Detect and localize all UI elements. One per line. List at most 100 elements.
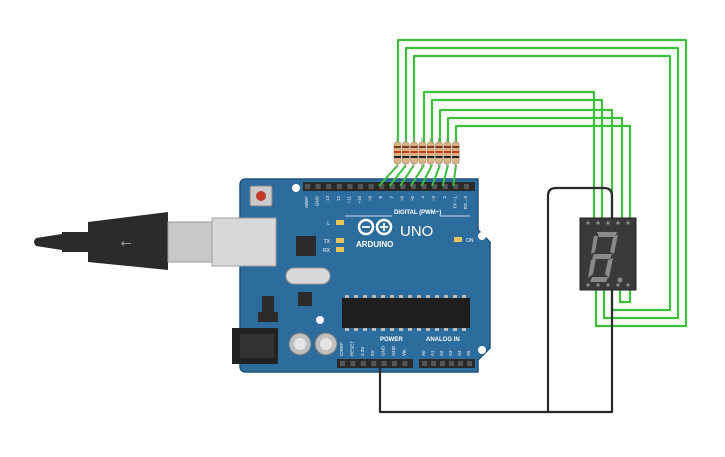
- resistor[interactable]: [410, 138, 418, 168]
- resistor[interactable]: [418, 138, 427, 168]
- power-pin-label: GND: [391, 345, 396, 356]
- header-hole[interactable]: [340, 361, 345, 366]
- header-hole[interactable]: [422, 361, 427, 366]
- signal-wire[interactable]: [388, 164, 407, 187]
- signal-wire[interactable]: [404, 46, 680, 320]
- signal-wire[interactable]: [446, 116, 624, 218]
- seven-segment-display[interactable]: 8: [579, 217, 637, 291]
- signal-wire[interactable]: [438, 108, 614, 218]
- led-label-tx: TX: [324, 239, 331, 245]
- reset-button-cap[interactable]: [256, 191, 266, 201]
- header-hole[interactable]: [389, 184, 395, 189]
- header-hole[interactable]: [400, 184, 406, 189]
- header-hole[interactable]: [371, 361, 377, 366]
- analog-pin-label: A2: [439, 350, 444, 356]
- resistor[interactable]: [451, 138, 460, 168]
- mounting-hole: [478, 232, 486, 240]
- header-hole[interactable]: [381, 361, 387, 366]
- header-hole[interactable]: [411, 184, 416, 189]
- header-hole[interactable]: [458, 361, 463, 366]
- mounting-hole: [292, 184, 300, 192]
- header-hole[interactable]: [453, 184, 459, 189]
- signal-wire[interactable]: [399, 164, 415, 187]
- brand-label: ARDUINO: [356, 240, 393, 249]
- header-hole[interactable]: [315, 184, 321, 189]
- digital-pin-label: AREF: [304, 196, 309, 208]
- led-label-l: L: [327, 221, 330, 227]
- signal-wire[interactable]: [454, 124, 632, 304]
- signal-wire[interactable]: [431, 164, 441, 187]
- header-hole[interactable]: [402, 361, 408, 366]
- seven-segment-display-icon: [588, 232, 623, 283]
- display-segment: [592, 254, 612, 259]
- digital-pin-label: ~5: [410, 196, 415, 202]
- signal-wire[interactable]: [420, 164, 433, 187]
- header-hole[interactable]: [442, 184, 448, 189]
- header-hole[interactable]: [347, 184, 353, 189]
- led-tx: [336, 238, 344, 243]
- model-label: UNO: [400, 223, 433, 240]
- header-hole[interactable]: [467, 361, 472, 366]
- header-hole[interactable]: [421, 184, 427, 189]
- resistor[interactable]: [426, 138, 435, 168]
- resistor[interactable]: [443, 138, 452, 168]
- digital-header: [303, 182, 475, 191]
- digital-pin-label: 8: [378, 196, 383, 199]
- digital-pin-label: ~6: [399, 196, 404, 202]
- digital-pin-label: 12: [336, 196, 341, 202]
- header-hole[interactable]: [379, 184, 385, 189]
- analog-pin-label: A5: [466, 350, 471, 356]
- digital-label: DIGITAL (PWM~): [394, 210, 441, 216]
- digital-pin-label: RX←0: [463, 196, 468, 210]
- power-pin-label: 3.3V: [360, 347, 365, 356]
- analog-header: [419, 359, 475, 368]
- usb-b-socket: [211, 217, 277, 267]
- usb-icon: ⭠: [120, 234, 131, 250]
- digital-pin-label: 2: [442, 196, 447, 199]
- display-segment: [591, 236, 598, 254]
- resistor[interactable]: [435, 138, 443, 168]
- header-hole[interactable]: [464, 184, 469, 189]
- header-hole[interactable]: [440, 361, 445, 366]
- header-hole[interactable]: [392, 361, 397, 366]
- usb-plug-metal: [167, 221, 213, 263]
- header-hole[interactable]: [326, 184, 332, 189]
- ground-wire[interactable]: [378, 186, 614, 414]
- mounting-hole: [478, 346, 486, 354]
- signal-wire[interactable]: [430, 98, 604, 218]
- signal-wire[interactable]: [422, 90, 596, 218]
- crystal-oscillator: [285, 267, 331, 285]
- header-hole[interactable]: [360, 361, 366, 366]
- header-hole[interactable]: [336, 184, 342, 189]
- power-pin-label: IOREF: [339, 342, 344, 356]
- power-pin-label: Vin: [401, 349, 406, 356]
- led-rx: [336, 247, 344, 252]
- analog-pin-label: A4: [457, 350, 462, 356]
- usb-cable-strain-relief: [36, 234, 62, 250]
- header-hole[interactable]: [431, 361, 436, 366]
- resistor[interactable]: [393, 138, 402, 168]
- display-segment: [610, 234, 618, 254]
- resistor[interactable]: [401, 138, 410, 168]
- resistor-array: [393, 138, 460, 168]
- signal-wire[interactable]: [378, 164, 399, 187]
- arduino-logo-icon: [357, 218, 393, 236]
- arduino-uno-board[interactable]: L TX RX ON ARDUINO UNO DIGITAL (PWM~) PO…: [211, 178, 491, 373]
- signal-wire[interactable]: [396, 38, 688, 328]
- header-hole[interactable]: [305, 184, 310, 189]
- usb-cable[interactable]: ⭠: [34, 212, 213, 270]
- digital-pin-label: ~10: [357, 196, 362, 204]
- header-hole[interactable]: [368, 184, 374, 189]
- header-hole[interactable]: [350, 361, 356, 366]
- header-hole[interactable]: [432, 184, 438, 189]
- signal-wire[interactable]: [441, 164, 449, 187]
- signal-wire[interactable]: [452, 164, 457, 187]
- digital-pin-label: ~11: [346, 196, 351, 204]
- digital-pin-label: 7: [389, 196, 394, 199]
- signal-wire[interactable]: [409, 164, 425, 187]
- usb-controller-chip: [296, 236, 316, 256]
- power-pin-label: GND: [381, 345, 386, 356]
- header-hole[interactable]: [358, 184, 363, 189]
- header-hole[interactable]: [449, 361, 454, 366]
